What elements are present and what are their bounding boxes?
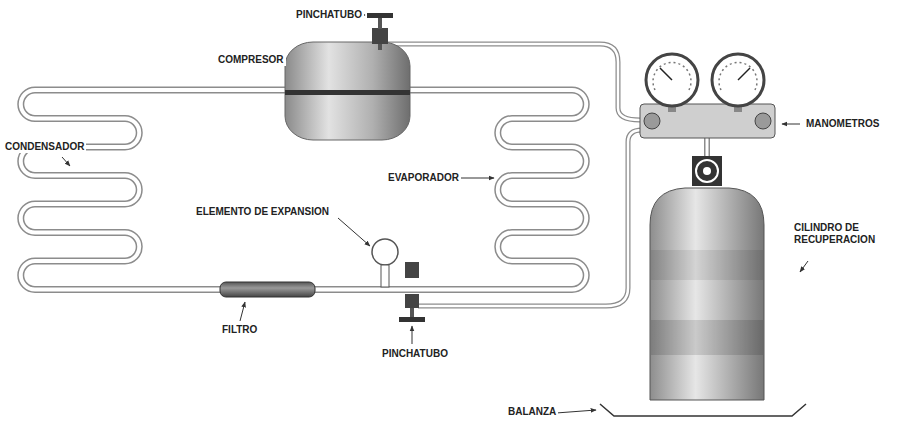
part-label: PINCHATUBO — [294, 9, 364, 21]
evaporator-coil — [400, 90, 586, 290]
compressor — [285, 42, 410, 140]
recovery-cylinder — [650, 156, 764, 400]
scale — [600, 404, 806, 416]
leader-arrows — [62, 15, 808, 413]
part-label: PINCHATUBO — [380, 348, 450, 360]
expansion-element — [372, 239, 398, 287]
part-label: BALANZA — [506, 406, 558, 418]
filter-drier — [220, 282, 315, 297]
part-label: FILTRO — [220, 324, 259, 336]
part-label: EVAPORADOR — [386, 172, 461, 184]
part-label: COMPRESOR — [216, 54, 286, 66]
manifold-gauges — [640, 54, 775, 138]
part-label: CONDENSADOR — [3, 141, 86, 153]
part-label: ELEMENTO DE EXPANSION — [194, 206, 331, 218]
line-tap-valve — [367, 13, 393, 50]
line-tap-valve — [399, 262, 425, 322]
part-label: CILINDRO DE RECUPERACION — [792, 222, 900, 246]
part-label: MANOMETROS — [804, 118, 881, 130]
